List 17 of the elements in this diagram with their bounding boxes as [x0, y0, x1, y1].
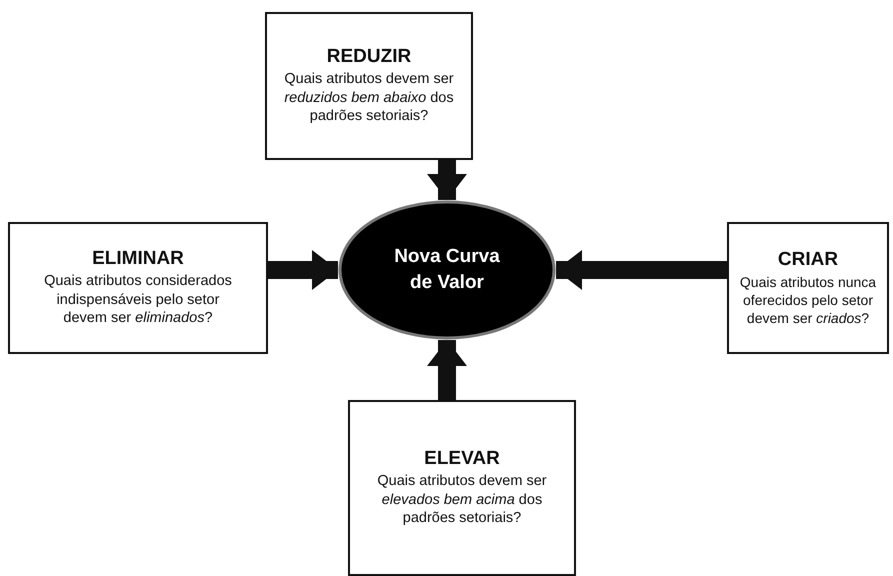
- question-box: [348, 400, 576, 576]
- box-heading: ELEVAR: [424, 448, 500, 470]
- question-box: [265, 12, 473, 160]
- question-box: [727, 222, 889, 354]
- block-arrow: [268, 250, 338, 290]
- question-text: Quais atributos devem ser elevados bem acima dos padrões setoriais?: [376, 472, 548, 528]
- question-text: Quais atributos considerados indispensáveis pelo setor devem ser eliminados?: [43, 272, 233, 328]
- block-arrow: [427, 160, 467, 200]
- question-text: Quais atributos nunca oferecidos pelo setor devem ser criados?: [738, 272, 878, 328]
- box-heading: CRIAR: [778, 248, 838, 271]
- center-label: Nova Curva de Valor: [393, 245, 501, 295]
- question-text: Quais atributos devem ser reduzidos bem abaixo dos padrões setoriais?: [283, 70, 455, 126]
- block-arrow: [556, 250, 727, 290]
- box-heading: ELIMINAR: [92, 248, 184, 270]
- question-box: [8, 222, 268, 354]
- block-arrow: [427, 340, 467, 400]
- box-heading: REDUZIR: [326, 46, 412, 68]
